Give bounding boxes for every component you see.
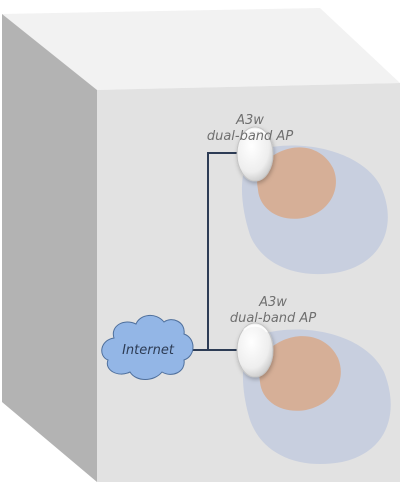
ap-2-label: A3w dual-band AP — [223, 295, 323, 327]
internet-cloud-icon — [101, 315, 194, 380]
access-point-1-icon — [236, 126, 274, 182]
ap-1-model: A3w — [236, 113, 264, 128]
coverage-inner-ap2 — [259, 336, 341, 411]
ap-1-label: A3w dual-band AP — [200, 113, 300, 145]
access-point-2-icon — [236, 322, 274, 378]
ap-1-type: dual-band AP — [206, 129, 294, 144]
internet-label: Internet — [122, 343, 174, 358]
ap-2-model: A3w — [259, 295, 287, 310]
ap-2-type: dual-band AP — [229, 311, 317, 326]
coverage-inner-ap1 — [257, 147, 336, 219]
building-side-face — [2, 14, 97, 482]
building-top-face — [2, 8, 400, 90]
